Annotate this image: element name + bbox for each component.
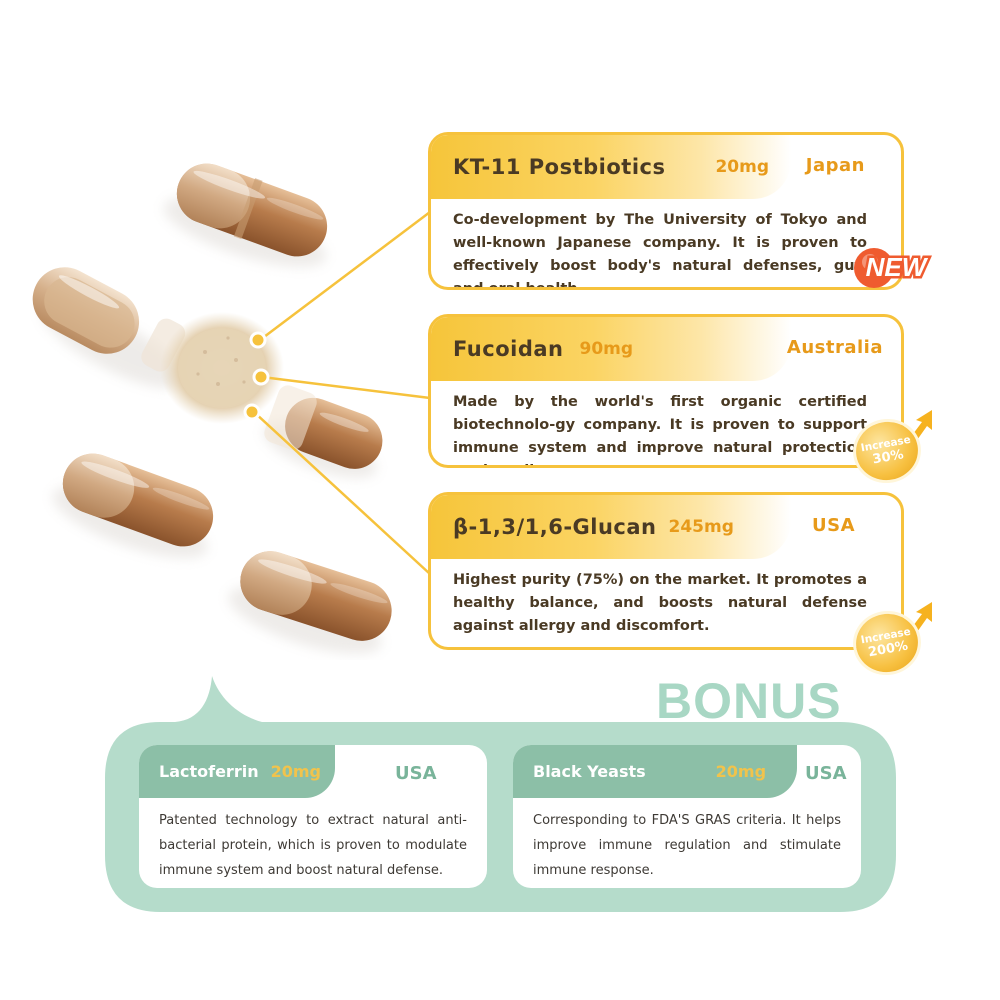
increase-badge-glucan: Increase 200% [851,600,942,678]
capsule [62,453,214,547]
bonus-origin: USA [395,763,437,784]
bonus-card-black-yeasts: Black Yeasts 20mg USA Corresponding to F… [513,745,861,888]
ingredient-dose: 90mg [579,339,634,359]
card-header: Fucoidan 90mg [431,317,791,381]
ingredient-origin: Japan [805,155,865,176]
ingredient-card-fucoidan: Fucoidan 90mg Australia Made by the worl… [428,314,904,468]
ingredient-card-kt11: KT-11 Postbiotics 20mg Japan Co-developm… [428,132,904,290]
bonus-card-header: Black Yeasts 20mg [513,745,797,798]
bonus-description: Patented technology to extract natural a… [159,813,467,878]
ingredient-card-glucan: β-1,3/1,6-Glucan 245mg USA Highest purit… [428,492,904,650]
capsules-illustration [32,163,392,654]
bonus-dose: 20mg [270,762,321,781]
card-header: KT-11 Postbiotics 20mg [431,135,791,199]
card-header: β-1,3/1,6-Glucan 245mg [431,495,791,559]
bonus-dose: 20mg [715,762,767,781]
ingredient-description: Highest purity (75%) on the market. It p… [453,572,867,634]
ingredient-origin: USA [811,515,855,536]
new-badge-label: NEW [866,252,929,282]
ingredient-name: Fucoidan [453,337,564,361]
increase-badge-fucoidan: Increase 30% [851,408,942,486]
bonus-card-lactoferrin: Lactoferrin 20mg USA Patented technology… [139,745,487,888]
capsule [32,267,140,354]
ingredient-description: Co-development by The University of Toky… [453,212,867,290]
ingredient-origin: Australia [786,337,883,358]
bonus-title: BONUS [656,673,842,729]
new-badge: NEW [852,238,936,294]
ingredient-name: KT-11 Postbiotics [453,155,666,179]
bonus-name: Black Yeasts [533,762,646,781]
bonus-name: Lactoferrin [159,762,259,781]
ingredient-dose: 20mg [715,157,770,177]
ingredient-dose: 245mg [668,517,734,537]
ingredient-name: β-1,3/1,6-Glucan [453,515,657,539]
bonus-description: Corresponding to FDA'S GRAS criteria. It… [533,813,841,878]
bonus-origin: USA [805,763,847,784]
bonus-card-header: Lactoferrin 20mg [139,745,335,798]
ingredient-description: Made by the world's first organic certif… [453,394,867,465]
